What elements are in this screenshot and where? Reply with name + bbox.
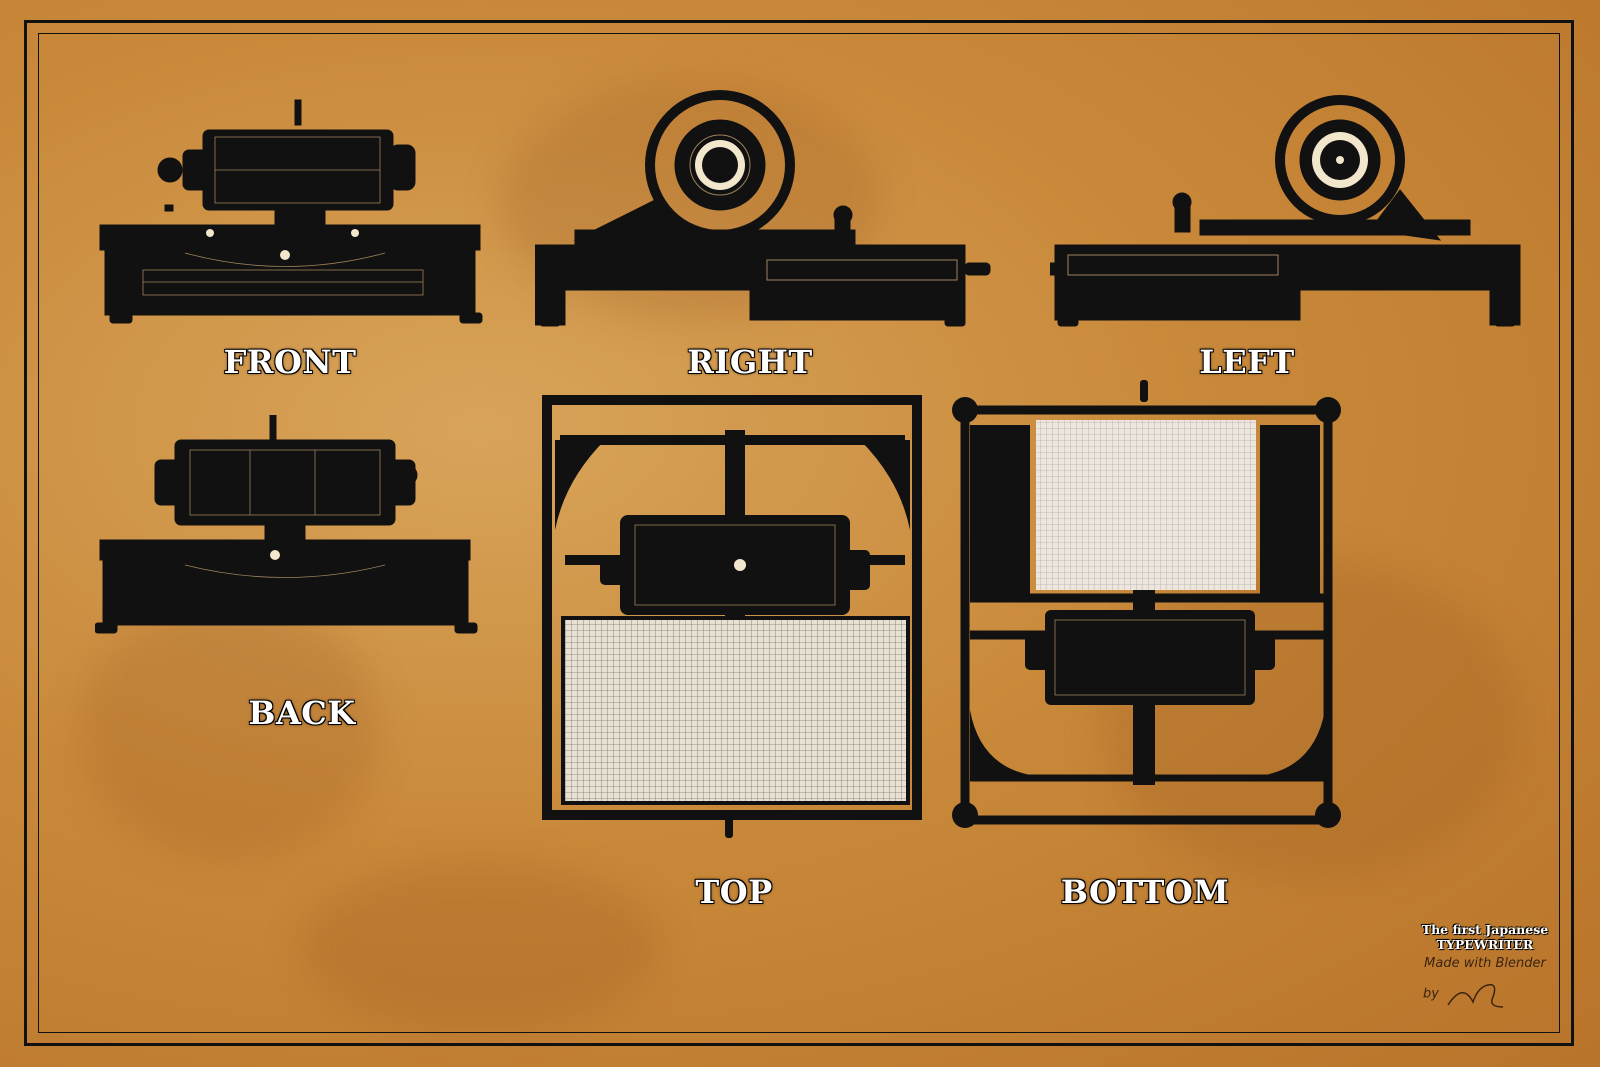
credit-line-3: Made with Blender <box>1424 956 1546 971</box>
label-left: LEFT <box>1199 343 1295 381</box>
label-right: RIGHT <box>687 343 813 381</box>
credit-block: The first Japanese TYPEWRITER Made with … <box>1405 922 1565 1011</box>
right-view-drawing <box>535 90 991 327</box>
paper-stain <box>300 860 660 1030</box>
paper-stain <box>80 600 380 860</box>
outer-border <box>24 20 1574 1046</box>
label-front: FRONT <box>223 343 357 381</box>
back-view-drawing <box>95 415 478 634</box>
label-top: TOP <box>695 873 773 911</box>
credit-line-1: The first Japanese <box>1421 922 1549 937</box>
label-bottom: BOTTOM <box>1060 873 1230 911</box>
label-back: BACK <box>248 694 356 732</box>
top-view-drawing <box>542 395 922 838</box>
signature-mark <box>1447 984 1504 1008</box>
left-view-drawing <box>1050 95 1521 327</box>
credit-line-4: by <box>1423 977 1565 1011</box>
credit-line-2: TYPEWRITER <box>1436 937 1534 952</box>
front-view-drawing <box>99 99 483 324</box>
inner-border <box>38 33 1560 1033</box>
credit-by: by <box>1423 986 1439 1002</box>
bottom-view-drawing <box>952 380 1341 828</box>
